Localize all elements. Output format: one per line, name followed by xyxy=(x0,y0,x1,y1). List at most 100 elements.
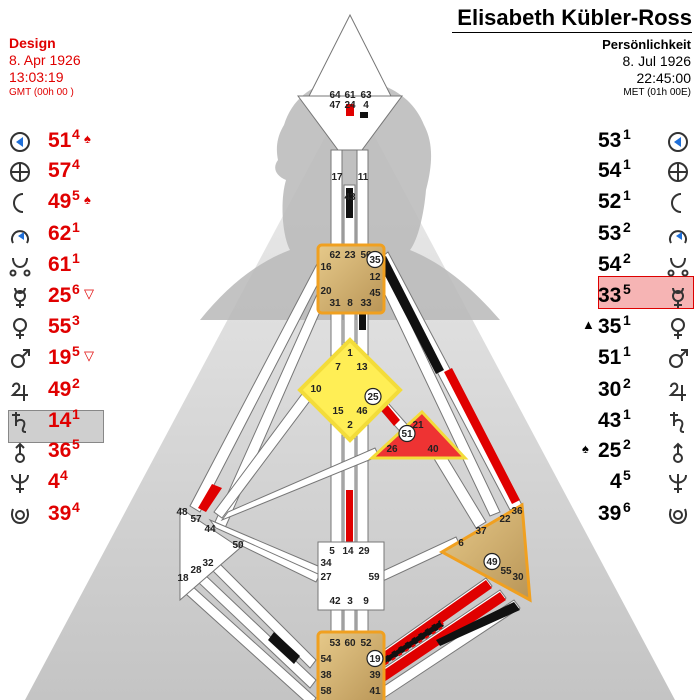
title-underline xyxy=(452,32,692,33)
design-line: 3 xyxy=(72,312,80,328)
moon-icon xyxy=(13,193,24,213)
gate-27-label: 27 xyxy=(320,572,332,583)
ajna-center xyxy=(297,95,403,151)
channel-11-56 xyxy=(356,149,369,246)
gate-35-label: 35 xyxy=(369,255,381,266)
activation-57-design xyxy=(198,484,222,512)
design-gate: 61 xyxy=(48,253,72,276)
gate-47-label: 47 xyxy=(329,100,341,111)
saturn-icon xyxy=(12,412,27,433)
gate-31-label: 31 xyxy=(329,298,341,309)
personality-line: 2 xyxy=(623,436,631,452)
mars-icon xyxy=(11,349,30,368)
design-zone: GMT (00h 00 ) xyxy=(9,87,74,98)
design-gate: 36 xyxy=(48,439,72,462)
gate-19-circle xyxy=(366,649,384,668)
activation-19-mixed xyxy=(378,618,446,667)
personality-gate: 25 xyxy=(598,439,622,462)
sacral-center xyxy=(317,541,385,611)
mars-icon xyxy=(669,349,688,368)
gate-33-label: 33 xyxy=(360,298,372,309)
gate-35-circle xyxy=(366,250,384,269)
design-mark: ▽ xyxy=(84,348,94,363)
gate-21-label: 21 xyxy=(412,420,424,431)
sun-icon xyxy=(10,132,30,152)
personality-gate: 51 xyxy=(598,346,622,369)
gate-43-label: 43 xyxy=(344,192,356,203)
gate-36-label: 36 xyxy=(511,506,523,517)
design-line: 1 xyxy=(72,250,80,266)
gate-58-label: 58 xyxy=(320,686,332,697)
gate-48-label: 48 xyxy=(176,507,188,518)
jupiter-icon xyxy=(668,382,686,401)
personality-time: 22:45:00 xyxy=(636,70,692,86)
personality-date: 8. Jul 1926 xyxy=(622,53,692,69)
personality-line: 2 xyxy=(623,375,631,391)
personality-line: 1 xyxy=(623,406,631,422)
personality-line: 2 xyxy=(623,250,631,266)
gate-59-label: 59 xyxy=(368,572,380,583)
personality-line: 5 xyxy=(623,467,631,483)
design-gate: 57 xyxy=(48,159,72,182)
personality-line: 1 xyxy=(623,126,631,142)
activation-43-personality xyxy=(346,188,353,218)
gate-44-label: 44 xyxy=(204,524,216,535)
personality-gate: 39 xyxy=(598,502,622,525)
saturn-icon xyxy=(670,412,685,433)
gate-51-label: 51 xyxy=(401,429,413,440)
personality-gate: 53 xyxy=(598,222,622,245)
gate-25-circle xyxy=(364,387,382,406)
north-node-icon xyxy=(11,230,29,244)
channel-44-26 xyxy=(220,447,380,522)
design-gate: 62 xyxy=(48,222,72,245)
design-line: 4 xyxy=(60,467,68,483)
design-line: 1 xyxy=(72,219,80,235)
gate-37-label: 37 xyxy=(475,526,487,537)
venus-icon xyxy=(671,318,685,339)
design-gate: 39 xyxy=(48,502,72,525)
gate-63-label: 63 xyxy=(360,90,372,101)
jupiter-icon xyxy=(10,382,28,401)
personality-gate: 52 xyxy=(598,190,622,213)
sun-icon xyxy=(668,132,688,152)
gate-15-label: 15 xyxy=(332,406,344,417)
gate-32-label: 32 xyxy=(202,558,214,569)
gate-34-label: 34 xyxy=(320,558,332,569)
design-gate: 19 xyxy=(48,346,72,369)
activation-55-design xyxy=(378,592,506,682)
design-gate: 49 xyxy=(48,190,72,213)
activation-35-personality xyxy=(378,256,444,374)
venus-icon xyxy=(13,318,27,339)
gate-29-label: 29 xyxy=(358,546,370,557)
mercury-icon xyxy=(672,287,684,308)
gate-4-label: 4 xyxy=(363,100,369,111)
gate-6-label: 6 xyxy=(458,538,464,549)
design-gate: 55 xyxy=(48,315,72,338)
